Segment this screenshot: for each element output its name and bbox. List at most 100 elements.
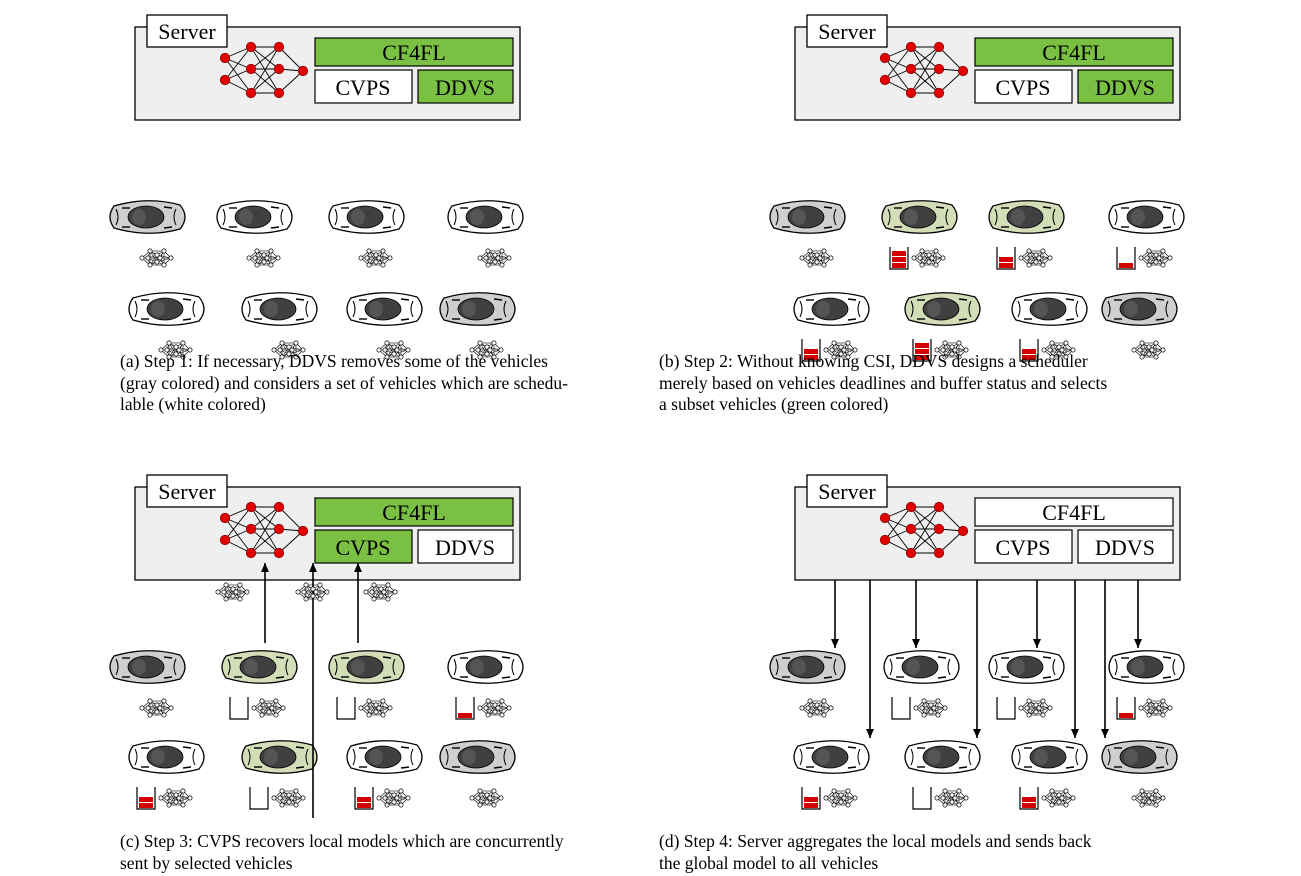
mini-node: [367, 699, 371, 703]
car-detail: [401, 319, 409, 320]
nn-node: [906, 524, 916, 534]
mini-node: [177, 796, 181, 800]
mini-node: [822, 713, 826, 717]
car-detail: [1163, 207, 1171, 208]
mini-node: [1139, 256, 1143, 260]
mini-node: [943, 706, 947, 710]
caption-b-line-3: a subset vehicles (green colored): [659, 394, 1190, 416]
mini-node: [478, 789, 482, 793]
mini-node: [806, 706, 810, 710]
buffer-icon: [1117, 247, 1135, 269]
mini-node: [1161, 249, 1165, 253]
mini-node: [493, 710, 497, 714]
car-seat: [906, 659, 920, 675]
mini-node: [388, 706, 392, 710]
mini-node: [1050, 789, 1054, 793]
caption-c: (c) Step 3: CVPS recovers local models w…: [120, 831, 638, 874]
local-model-icon: [478, 699, 511, 717]
nn-node: [906, 548, 916, 558]
buffer-fill: [999, 263, 1013, 268]
mini-node: [1048, 796, 1052, 800]
local-model-icon: [247, 249, 280, 267]
cvps-label: CVPS: [995, 75, 1050, 100]
car-detail: [164, 657, 172, 658]
mini-node: [301, 796, 305, 800]
mini-node: [1025, 706, 1029, 710]
mini-node: [234, 590, 238, 594]
mini-node: [258, 706, 262, 710]
car-seat: [792, 209, 806, 225]
mini-node: [181, 803, 185, 807]
nn-node: [246, 548, 256, 558]
car-detail: [1066, 767, 1074, 768]
buffer-icon: [997, 697, 1015, 719]
local-model-icon: [470, 789, 503, 807]
mini-node: [270, 706, 274, 710]
buffer-icon: [1117, 697, 1135, 719]
mini-node: [148, 699, 152, 703]
mini-node: [1027, 713, 1031, 717]
buffer-icon: [250, 787, 268, 809]
mini-node: [188, 796, 192, 800]
car-detail: [183, 747, 191, 748]
mini-node: [1060, 796, 1064, 800]
mini-node: [148, 263, 152, 267]
car-seat: [816, 749, 830, 765]
mini-node: [1140, 803, 1144, 807]
mini-node: [167, 341, 171, 345]
mini-node: [318, 583, 322, 587]
car-detail: [848, 319, 856, 320]
nn-node: [906, 42, 916, 52]
mini-node: [140, 706, 144, 710]
mini-node: [367, 263, 371, 267]
nn-node: [274, 42, 284, 52]
local-model-icon: [1132, 789, 1165, 807]
mini-node: [1154, 803, 1158, 807]
mini-node: [1027, 699, 1031, 703]
mini-node: [485, 800, 489, 804]
mini-node: [1147, 713, 1151, 717]
mini-node: [839, 800, 843, 804]
buffer-fill: [139, 797, 153, 802]
mini-node: [146, 706, 150, 710]
mini-node: [393, 590, 397, 594]
mini-node: [262, 260, 266, 264]
mini-node: [499, 796, 503, 800]
mini-node: [372, 583, 376, 587]
vehicle-green: [989, 201, 1064, 234]
car-detail: [1066, 319, 1074, 320]
mini-node: [920, 706, 924, 710]
mini-node: [830, 796, 834, 800]
mini-node: [935, 796, 939, 800]
car-detail: [1156, 299, 1164, 300]
mini-node: [1138, 796, 1142, 800]
car-seat: [264, 301, 278, 317]
mini-node: [492, 341, 496, 345]
vehicle-gray: [770, 201, 845, 234]
local-model-icon: [1042, 789, 1075, 807]
car-detail: [824, 677, 832, 678]
mini-node: [370, 590, 374, 594]
mini-node: [395, 796, 399, 800]
mini-node: [392, 800, 396, 804]
car-detail: [938, 657, 946, 658]
mini-node: [922, 699, 926, 703]
mini-node: [399, 803, 403, 807]
mini-node: [294, 789, 298, 793]
car-seat: [1034, 301, 1048, 317]
local-model-icon: [1139, 249, 1172, 267]
nn-node: [880, 53, 890, 63]
car-seat: [792, 659, 806, 675]
nn-node: [934, 64, 944, 74]
buffer-outline: [337, 697, 355, 719]
mini-node: [824, 796, 828, 800]
mini-node: [281, 706, 285, 710]
mini-node: [1041, 699, 1045, 703]
mini-node: [1154, 789, 1158, 793]
car-seat: [151, 301, 165, 317]
nn-node: [274, 502, 284, 512]
buffer-fill: [804, 803, 818, 808]
mini-node: [1048, 706, 1052, 710]
mini-node: [252, 706, 256, 710]
mini-node: [800, 256, 804, 260]
